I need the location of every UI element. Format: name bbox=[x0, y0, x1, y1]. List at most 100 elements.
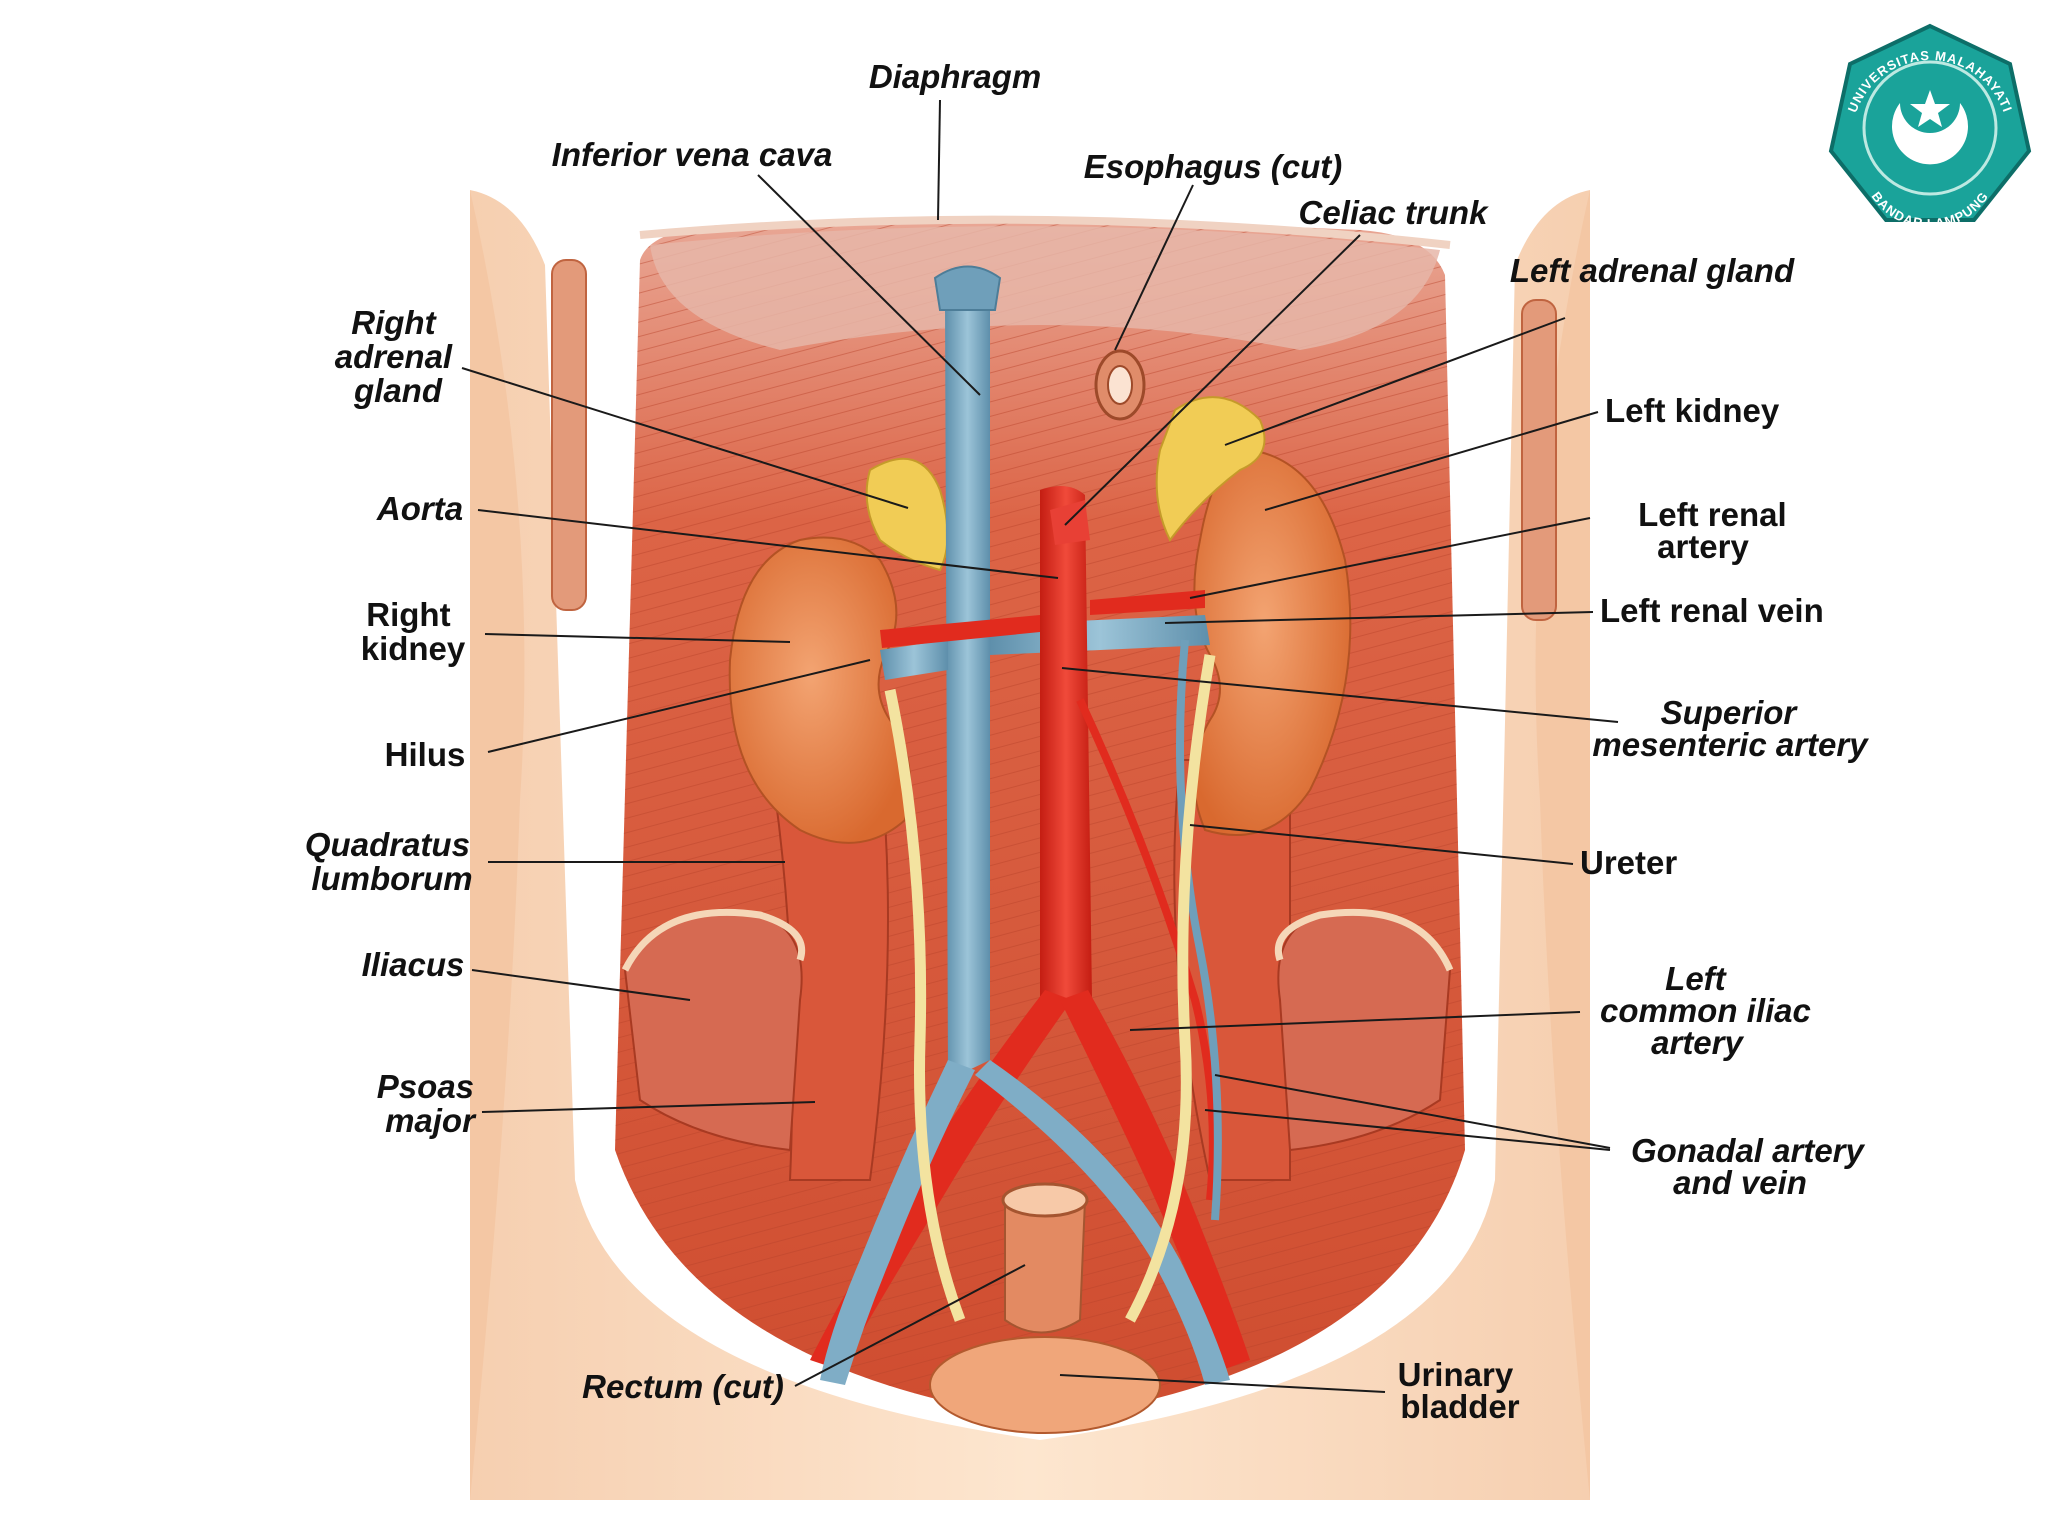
leader-lines bbox=[461, 99, 1619, 1393]
diaphragm-edge bbox=[639, 215, 1451, 249]
leader-ureter bbox=[1189, 824, 1574, 865]
seal-heptagon bbox=[1828, 23, 2032, 222]
ivc-top bbox=[933, 265, 1002, 311]
label-gonadal-line2: and vein bbox=[1673, 1164, 1807, 1201]
label-iliacus: Iliacus bbox=[362, 946, 465, 983]
leader-rectum bbox=[794, 1264, 1026, 1387]
label-quadratus-lumborum-line2: lumborum bbox=[311, 860, 472, 897]
label-superior-mesenteric-artery: Superior mesenteric artery bbox=[1592, 694, 1869, 763]
esophagus-lumen bbox=[1107, 365, 1133, 405]
label-right-adrenal-gland-line1: Right bbox=[351, 304, 437, 341]
label-psoas-major: Psoas major bbox=[377, 1068, 483, 1139]
label-rectum: Rectum (cut) bbox=[582, 1368, 784, 1405]
leader-aorta bbox=[477, 509, 1059, 579]
leader-celiac-trunk bbox=[1064, 234, 1361, 526]
vessels bbox=[810, 265, 1250, 1385]
seal-ornament bbox=[1907, 146, 1953, 157]
label-left-renal-artery-line1: Left renal bbox=[1638, 496, 1787, 533]
rectum-opening bbox=[1001, 1182, 1089, 1218]
leader-left-common-iliac-artery bbox=[1129, 1011, 1581, 1031]
leader-right-kidney bbox=[484, 633, 791, 643]
label-left-renal-vein: Left renal vein bbox=[1600, 592, 1824, 629]
label-superior-mesenteric-artery-line1: Superior bbox=[1661, 694, 1799, 731]
label-right-adrenal-gland-line2: adrenal bbox=[335, 338, 453, 375]
label-right-kidney-line2: kidney bbox=[361, 630, 466, 667]
label-quadratus-lumborum-line1: Quadratus bbox=[305, 826, 470, 863]
inferior-vena-cava-shape bbox=[945, 300, 990, 1080]
pelvic-organs bbox=[929, 1182, 1161, 1434]
kidneys bbox=[728, 396, 1352, 844]
leader-left-renal-artery bbox=[1189, 517, 1591, 599]
leader-iliacus bbox=[471, 969, 691, 1001]
left-common-iliac-vein bbox=[975, 1060, 1230, 1385]
right-renal-vein-shape bbox=[880, 640, 948, 680]
label-right-adrenal-gland-line3: gland bbox=[353, 372, 443, 409]
left-adrenal-shape bbox=[1155, 396, 1266, 542]
label-left-common-iliac-artery-line1: Left bbox=[1665, 960, 1728, 997]
label-right-kidney: Right kidney bbox=[361, 596, 466, 667]
left-renal-artery-shape bbox=[1090, 590, 1205, 615]
label-quadratus-lumborum: Quadratus lumborum bbox=[305, 826, 479, 897]
gonadal-artery-shape bbox=[1076, 698, 1217, 1201]
leader-right-adrenal-gland bbox=[461, 367, 909, 509]
label-diaphragm: Diaphragm bbox=[869, 58, 1041, 95]
abdominal-wall-right bbox=[1521, 299, 1557, 621]
label-urinary-bladder-line1: Urinary bbox=[1398, 1356, 1514, 1393]
label-hilus: Hilus bbox=[385, 736, 466, 773]
label-left-renal-artery: Left renal artery bbox=[1638, 496, 1796, 565]
leader-diaphragm bbox=[937, 99, 941, 221]
iliacus-right-rim bbox=[1275, 908, 1454, 972]
crescent-star-seal-icon: UNIVERSITAS MALAHAYATI BANDAR LAMPUNG bbox=[1828, 23, 2032, 231]
label-celiac-trunk: Celiac trunk bbox=[1299, 194, 1490, 231]
label-right-adrenal-gland: Right adrenal gland bbox=[335, 304, 462, 409]
rectum-shape bbox=[1004, 1199, 1087, 1334]
leader-psoas-major bbox=[481, 1101, 816, 1113]
left-kidney-shape bbox=[1192, 448, 1352, 836]
leader-inferior-vena-cava bbox=[757, 174, 981, 396]
right-renal-artery-shape bbox=[880, 615, 1040, 648]
label-gonadal-line1: Gonadal artery bbox=[1631, 1132, 1866, 1169]
label-right-kidney-line1: Right bbox=[366, 596, 450, 633]
leader-urinary-bladder bbox=[1059, 1374, 1386, 1393]
urinary-bladder-shape bbox=[929, 1336, 1161, 1434]
gonadal-vein-shape bbox=[1176, 639, 1222, 1221]
iliacus-left-rim bbox=[621, 908, 805, 972]
leader-left-renal-vein bbox=[1164, 611, 1594, 624]
skin-body bbox=[470, 190, 1590, 1500]
label-left-common-iliac-artery: Left common iliac artery bbox=[1600, 960, 1820, 1061]
leader-esophagus bbox=[1114, 184, 1194, 351]
label-aorta: Aorta bbox=[376, 490, 463, 527]
left-common-iliac-artery-shape bbox=[1060, 990, 1250, 1370]
seal-inner-ring bbox=[1862, 60, 1998, 196]
aorta-shape bbox=[1040, 486, 1092, 1000]
right-common-iliac-vein bbox=[820, 1060, 975, 1385]
leader-gonadal-artery bbox=[1214, 1074, 1611, 1149]
leader-left-adrenal-gland bbox=[1224, 317, 1566, 446]
skin-left-side bbox=[470, 190, 525, 1500]
diaphragm-dome bbox=[650, 226, 1440, 350]
label-urinary-bladder-line2: bladder bbox=[1400, 1388, 1519, 1425]
label-left-adrenal-gland: Left adrenal gland bbox=[1510, 252, 1795, 289]
torso bbox=[470, 190, 1590, 1500]
label-superior-mesenteric-artery-line2: mesenteric artery bbox=[1592, 726, 1869, 763]
label-psoas-major-line2: major bbox=[385, 1102, 477, 1139]
label-urinary-bladder: Urinary bladder bbox=[1398, 1356, 1523, 1425]
leader-superior-mesenteric-artery bbox=[1061, 667, 1619, 723]
label-psoas-major-line1: Psoas bbox=[377, 1068, 474, 1105]
label-left-kidney: Left kidney bbox=[1605, 392, 1780, 429]
leader-left-kidney bbox=[1264, 411, 1599, 511]
label-inferior-vena-cava: Inferior vena cava bbox=[552, 136, 833, 173]
right-adrenal-shape bbox=[865, 457, 949, 572]
abdominal-wall-left bbox=[551, 259, 587, 611]
label-left-common-iliac-artery-line2: common iliac bbox=[1600, 992, 1811, 1029]
labels: Diaphragm Inferior vena cava Esophagus (… bbox=[305, 58, 1873, 1425]
label-left-common-iliac-artery-line3: artery bbox=[1651, 1024, 1744, 1061]
label-gonadal-artery-and-vein: Gonadal artery and vein bbox=[1631, 1132, 1873, 1201]
label-ureter: Ureter bbox=[1580, 844, 1677, 881]
left-ureter bbox=[1125, 654, 1216, 1323]
label-esophagus: Esophagus (cut) bbox=[1084, 148, 1343, 185]
psoas-left bbox=[768, 759, 889, 1181]
seal-star bbox=[1910, 90, 1950, 127]
leader-hilus bbox=[487, 659, 871, 753]
